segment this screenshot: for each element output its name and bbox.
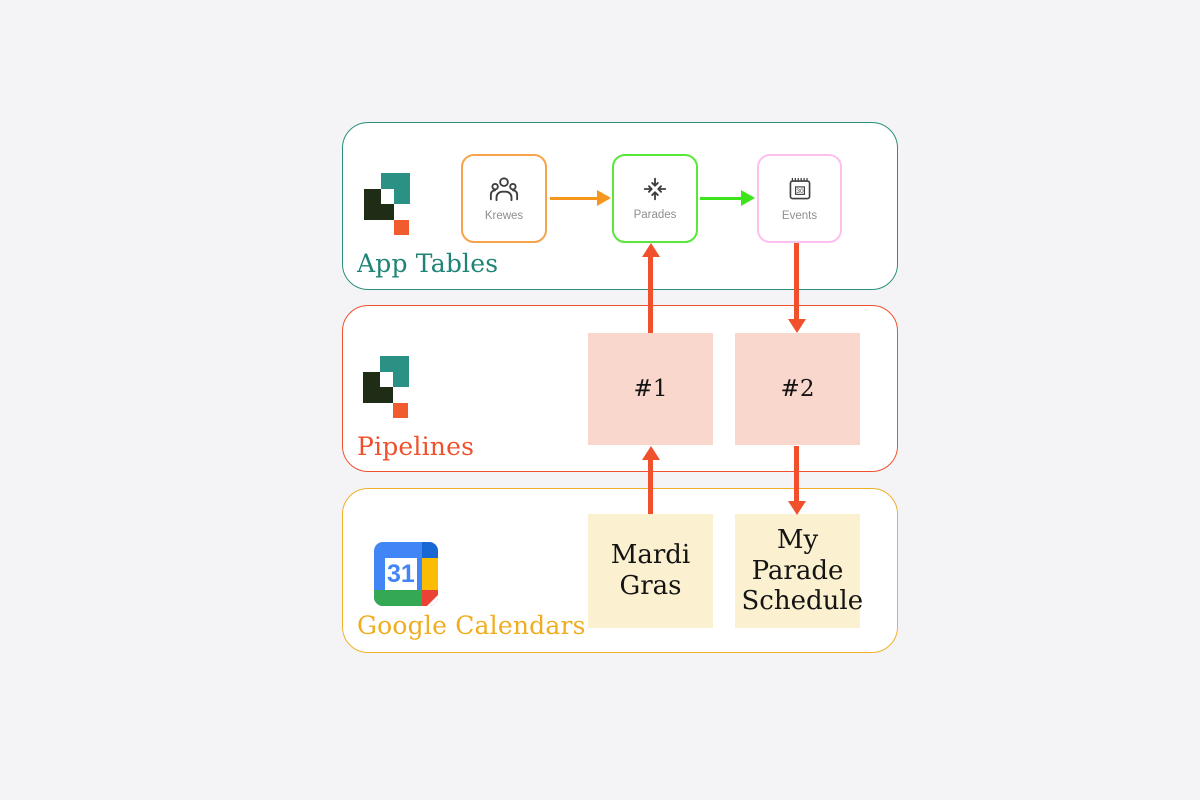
node-label: Parades: [633, 209, 677, 221]
calendar-box-my-parade-schedule: My Parade Schedule: [735, 514, 864, 628]
arrow-pipeline-1-to-parades: [648, 255, 653, 333]
group-icon: [489, 176, 519, 207]
pipeline-box-1: #1: [588, 333, 713, 445]
gcal-corner-fold: [427, 595, 438, 606]
gcal-day-number: 31: [384, 558, 417, 590]
arrow-parades-to-events: [700, 197, 741, 200]
table-node-krewes: Krewes: [461, 154, 547, 243]
arrow-pipeline-2-to-my-parade-schedule: [794, 446, 799, 502]
app-tables-label: App Tables: [357, 249, 499, 278]
arrow-pipeline-2-to-my-parade-schedule-head: [788, 501, 806, 515]
google-calendars-label: Google Calendars: [357, 611, 586, 640]
app-tables-logo: [364, 173, 410, 235]
pipeline-box-label: #2: [780, 376, 815, 402]
logo-orange-square: [394, 220, 409, 235]
logo-white-square: [381, 189, 394, 204]
node-label: Krewes: [484, 209, 524, 222]
pipelines-label: Pipelines: [357, 432, 475, 461]
pipelines-logo: [363, 356, 409, 418]
arrow-pipeline-1-to-parades-head: [642, 243, 660, 257]
google-calendar-icon: 31: [374, 542, 438, 606]
arrow-mardi-gras-to-pipeline-1: [648, 458, 653, 514]
collapse-arrows-icon: [642, 176, 668, 206]
table-node-parades: Parades: [612, 154, 698, 243]
arrow-mardi-gras-to-pipeline-1-head: [642, 446, 660, 460]
pipeline-box-label: #1: [633, 376, 668, 402]
arrow-events-to-pipeline-2: [794, 243, 799, 321]
calendar-box-label: Mardi Gras: [610, 540, 691, 601]
gcal-darkblue-part: [422, 542, 438, 558]
calendar-day-number: 30: [796, 188, 804, 195]
calendar-box-mardi-gras: Mardi Gras: [588, 514, 713, 628]
arrow-events-to-pipeline-2-head: [788, 319, 806, 333]
arrow-krewes-to-parades-head: [597, 190, 611, 206]
calendar-box-label: My Parade Schedule: [741, 524, 864, 617]
pipeline-box-2: #2: [735, 333, 860, 445]
arrow-krewes-to-parades: [550, 197, 597, 200]
arrow-parades-to-events-head: [741, 190, 755, 206]
table-node-events: 30 Events: [757, 154, 842, 243]
logo-orange-square: [393, 403, 408, 418]
gcal-green-part: [374, 590, 422, 606]
node-label: Events: [781, 210, 818, 222]
logo-white-square: [380, 372, 393, 387]
calendar-icon: 30: [786, 175, 814, 207]
gcal-yellow-part: [422, 558, 438, 590]
